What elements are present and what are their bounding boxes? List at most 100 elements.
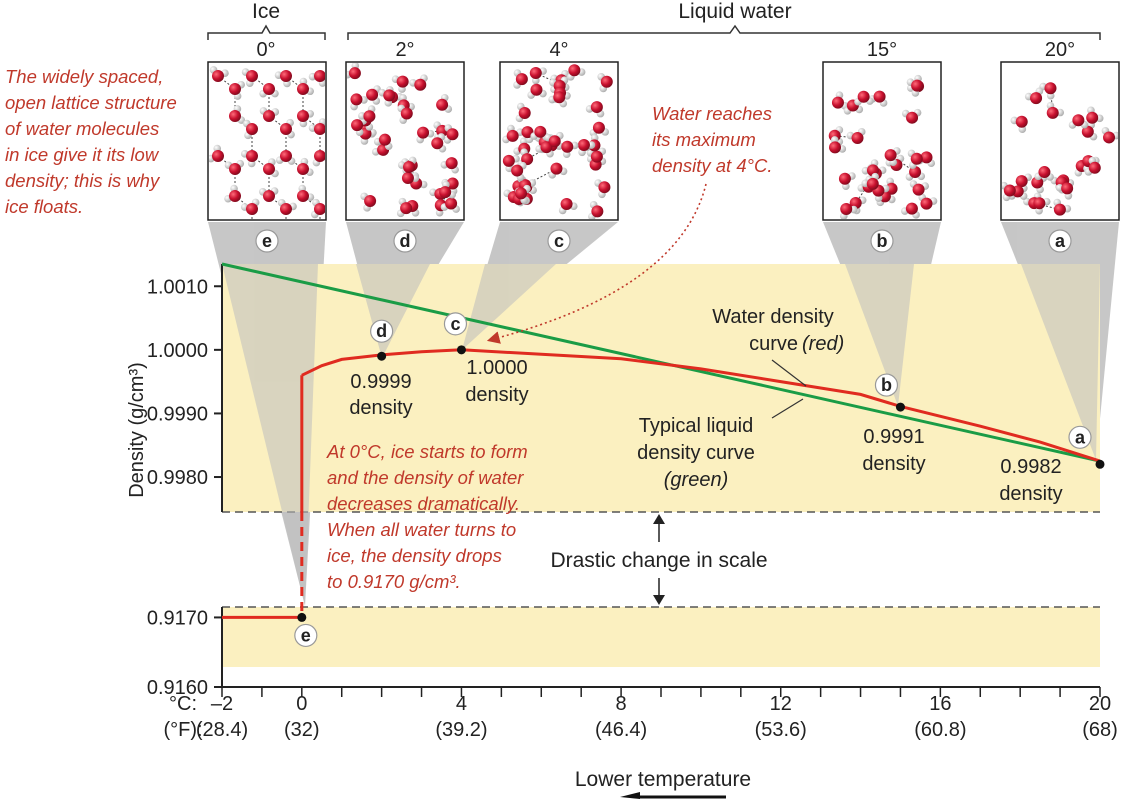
- oxygen-atom: [436, 98, 449, 111]
- oxygen-atom: [401, 172, 414, 185]
- x-tick-label-f: (32): [284, 719, 320, 741]
- oxygen-atom: [831, 96, 844, 109]
- fahrenheit-unit: (°F):: [163, 719, 202, 741]
- note-line: When all water turns to: [327, 519, 516, 540]
- y-axis-label: Density (g/cm³): [126, 362, 148, 498]
- oxygen-atom: [857, 90, 870, 103]
- oxygen-atom: [561, 140, 574, 153]
- panel-temp-d: 2°: [395, 39, 414, 61]
- panel-badge-letter: b: [877, 231, 888, 251]
- lower-temperature-arrowhead: [620, 792, 640, 799]
- oxygen-atom: [414, 78, 427, 91]
- y-tick-label: 1.0010: [147, 276, 208, 298]
- oxygen-atom: [446, 128, 459, 141]
- oxygen-atom: [246, 123, 258, 135]
- hydrogen-atom: [328, 80, 336, 88]
- oxygen-atom: [591, 205, 604, 218]
- oxygen-atom: [905, 202, 918, 215]
- oxygen-atom: [439, 186, 452, 199]
- oxygen-atom: [884, 149, 897, 162]
- oxygen-atom: [515, 187, 528, 200]
- oxygen-atom: [866, 177, 879, 190]
- oxygen-atom: [263, 83, 275, 95]
- oxygen-atom: [1038, 166, 1051, 179]
- panel-badge-letter: e: [262, 231, 272, 251]
- hydrogen-atom: [330, 172, 338, 180]
- y-tick-label: 1.0000: [147, 340, 208, 362]
- oxygen-atom: [331, 110, 343, 122]
- hydrogen-atom: [331, 119, 339, 127]
- note-line: density at 4°C.: [652, 155, 773, 176]
- oxygen-atom: [445, 197, 458, 210]
- cone-a-band: [1021, 264, 1100, 460]
- typical-curve-label-1: Typical liquid: [639, 415, 754, 437]
- cone-c-band: [462, 264, 556, 350]
- oxygen-atom: [212, 70, 224, 82]
- water-curve-label-3: (red): [802, 333, 844, 355]
- oxygen-atom: [515, 73, 528, 86]
- panel-molecules: [828, 74, 938, 219]
- panel-badge: [393, 229, 417, 253]
- point-badge-c: [443, 312, 468, 336]
- oxygen-atom: [548, 135, 561, 148]
- panel-badge-letter: c: [554, 231, 564, 251]
- oxygen-atom: [212, 150, 224, 162]
- oxygen-atom: [446, 177, 459, 190]
- oxygen-atom: [246, 70, 258, 82]
- y-tick-label: 0.9170: [147, 607, 208, 629]
- lower-temperature: Lower temperature: [575, 768, 751, 799]
- oxygen-atom: [263, 163, 275, 175]
- point-badge-letter: d: [376, 321, 387, 341]
- oxygen-atom: [403, 160, 416, 173]
- oxygen-atom: [297, 83, 309, 95]
- note-line: decreases dramatically.: [327, 493, 520, 514]
- data-point-a: [1095, 459, 1105, 469]
- projection-cones-over-band: [222, 264, 1100, 606]
- oxygen-atom: [911, 79, 924, 92]
- notes: The widely spaced,open lattice structure…: [5, 66, 773, 592]
- oxygen-atom: [577, 139, 590, 152]
- point-badge-letter: c: [450, 314, 460, 334]
- point-value-labels: 0.9999 density 1.0000 density 0.9991 den…: [349, 357, 1062, 505]
- lower-temperature-label: Lower temperature: [575, 768, 751, 791]
- oxygen-atom: [1088, 161, 1101, 174]
- water-curve-leader: [771, 359, 807, 387]
- molecule-panel-d: d: [345, 61, 465, 253]
- typical-curve-leader: [771, 398, 804, 419]
- x-tick-label-c: 16: [929, 693, 951, 715]
- oxygen-atom: [598, 181, 611, 194]
- x-tick-label-c: –2: [211, 693, 233, 715]
- cone-d-band: [356, 264, 430, 358]
- oxygen-atom: [1046, 106, 1059, 119]
- oxygen-atom: [1015, 115, 1028, 128]
- panel-molecules: [1002, 82, 1118, 216]
- x-tick-label-c: 12: [770, 693, 792, 715]
- x-tick-label-c: 4: [456, 693, 467, 715]
- typical-curve-label-2: density curve: [637, 442, 755, 464]
- oxygen-atom: [417, 126, 430, 139]
- oxygen-atom: [363, 110, 376, 123]
- oxygen-atom: [364, 194, 377, 207]
- oxygen-atom: [314, 203, 325, 215]
- max-density-arrow: [486, 183, 707, 344]
- oxygen-atom: [350, 93, 363, 106]
- oxygen-atom: [838, 172, 851, 185]
- oxygen-atom: [331, 163, 343, 175]
- point-c-value: 1.0000: [466, 357, 527, 379]
- oxygen-atom: [431, 137, 444, 150]
- y-tick-label: 0.9980: [147, 467, 208, 489]
- point-a-unit: density: [999, 483, 1062, 505]
- scale-arrow-down-head: [653, 595, 665, 605]
- oxygen-atom: [568, 64, 581, 77]
- curve-callouts: Water density curve (red) Typical liquid…: [637, 306, 844, 491]
- point-b-unit: density: [862, 453, 925, 475]
- oxygen-atom: [314, 150, 325, 162]
- note-line: to 0.9170 g/cm³.: [327, 571, 461, 592]
- oxygen-atom: [851, 132, 864, 145]
- oxygen-atom: [229, 110, 241, 122]
- oxygen-atom: [348, 67, 361, 80]
- oxygen-atom: [873, 90, 886, 103]
- oxygen-atom: [840, 202, 853, 215]
- water-curve-label-1: Water density: [712, 306, 834, 328]
- panel-badge: [1048, 229, 1072, 253]
